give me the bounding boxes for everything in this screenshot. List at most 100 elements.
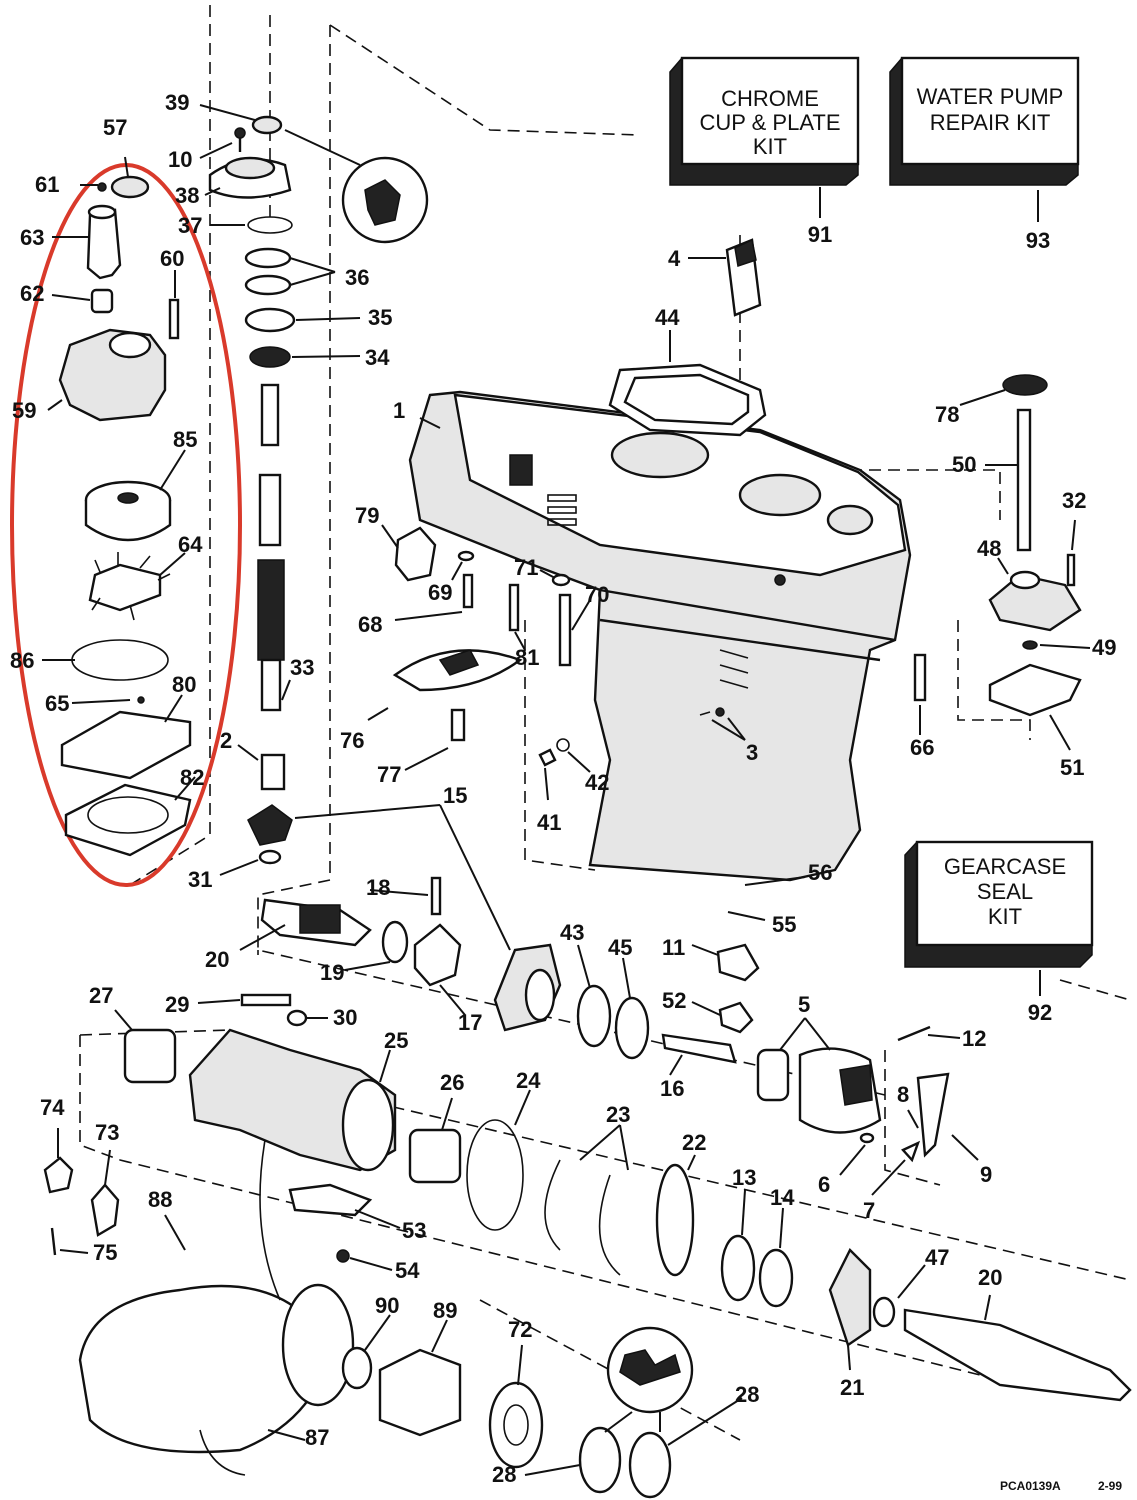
water-pump-kit-box: WATER PUMP REPAIR KIT 93 — [889, 56, 1080, 253]
label-28-right: 28 — [735, 1382, 759, 1407]
label-49: 49 — [1092, 635, 1116, 660]
label-86: 86 — [10, 648, 34, 673]
label-43: 43 — [560, 920, 584, 945]
label-23: 23 — [606, 1102, 630, 1127]
chrome-kit-ref: 91 — [808, 222, 832, 247]
lower-unit-parts — [43, 993, 1132, 1499]
right-parts — [913, 374, 1082, 717]
label-79: 79 — [355, 503, 379, 528]
label-21: 21 — [840, 1375, 864, 1400]
label-85: 85 — [173, 427, 197, 452]
center-parts — [392, 526, 725, 767]
label-5: 5 — [798, 992, 810, 1017]
label-10: 10 — [168, 147, 192, 172]
label-53: 53 — [402, 1218, 426, 1243]
label-59: 59 — [12, 398, 36, 423]
part-labels: 39 57 10 61 38 37 63 60 36 62 35 34 59 8… — [10, 90, 1116, 1487]
leader-lines — [42, 104, 1091, 1476]
label-74: 74 — [40, 1095, 65, 1120]
label-76: 76 — [340, 728, 364, 753]
label-1: 1 — [393, 398, 405, 423]
label-6: 6 — [818, 1172, 830, 1197]
label-11: 11 — [662, 935, 685, 960]
label-41: 41 — [537, 810, 561, 835]
chrome-kit-box: CHROME CUP & PLATE KIT 91 — [669, 56, 860, 247]
label-82: 82 — [180, 765, 204, 790]
label-70: 70 — [585, 582, 609, 607]
chrome-kit-line2: CUP & PLATE — [699, 110, 840, 135]
gearcase-kit-ref: 92 — [1028, 1000, 1052, 1025]
label-71: 71 — [514, 555, 538, 580]
label-12: 12 — [962, 1026, 986, 1051]
gearcase-housing — [408, 390, 912, 882]
label-20-top: 20 — [205, 947, 229, 972]
label-57: 57 — [103, 115, 127, 140]
label-37: 37 — [178, 213, 202, 238]
label-7: 7 — [863, 1198, 875, 1223]
label-24: 24 — [516, 1068, 541, 1093]
label-13: 13 — [732, 1165, 756, 1190]
label-39: 39 — [165, 90, 189, 115]
label-31: 31 — [188, 867, 212, 892]
label-88: 88 — [148, 1187, 172, 1212]
label-78: 78 — [935, 402, 959, 427]
label-62: 62 — [20, 281, 44, 306]
label-89: 89 — [433, 1298, 457, 1323]
label-30: 30 — [333, 1005, 357, 1030]
label-50: 50 — [952, 452, 976, 477]
gearcase-kit-line3: KIT — [988, 904, 1022, 929]
label-87: 87 — [305, 1425, 329, 1450]
chrome-kit-line3: KIT — [753, 134, 787, 159]
label-9: 9 — [980, 1162, 992, 1187]
label-18: 18 — [366, 875, 390, 900]
document-code: PCA0139A — [1000, 1479, 1061, 1493]
label-22: 22 — [682, 1130, 706, 1155]
label-19: 19 — [320, 960, 344, 985]
label-66: 66 — [910, 735, 934, 760]
label-33: 33 — [290, 655, 314, 680]
document-footer: PCA0139A 2-99 — [1000, 1479, 1122, 1493]
label-69: 69 — [428, 580, 452, 605]
label-15: 15 — [443, 783, 467, 808]
label-61: 61 — [35, 172, 59, 197]
water-pump-kit-ref: 93 — [1026, 228, 1050, 253]
water-pump-parts — [58, 175, 192, 857]
label-55: 55 — [772, 912, 796, 937]
label-3: 3 — [746, 740, 758, 765]
label-81: 81 — [515, 645, 539, 670]
label-8: 8 — [897, 1082, 909, 1107]
label-72: 72 — [508, 1317, 532, 1342]
label-25: 25 — [384, 1028, 408, 1053]
water-pump-kit-line1: WATER PUMP — [917, 84, 1064, 109]
label-65: 65 — [45, 691, 69, 716]
label-63: 63 — [20, 225, 44, 250]
label-75: 75 — [93, 1240, 117, 1265]
label-27: 27 — [89, 983, 113, 1008]
label-32: 32 — [1062, 488, 1086, 513]
label-48: 48 — [977, 536, 1001, 561]
label-51: 51 — [1060, 755, 1084, 780]
water-pump-kit-line2: REPAIR KIT — [930, 110, 1051, 135]
label-26: 26 — [440, 1070, 464, 1095]
gearcase-kit-line2: SEAL — [977, 879, 1033, 904]
chrome-kit-line1: CHROME — [721, 86, 819, 111]
label-54: 54 — [395, 1258, 420, 1283]
label-68: 68 — [358, 612, 382, 637]
label-38: 38 — [175, 183, 199, 208]
gasket-44 — [608, 363, 767, 437]
lower-gear-train — [260, 876, 950, 1163]
label-34: 34 — [365, 345, 390, 370]
label-14: 14 — [770, 1185, 795, 1210]
label-90: 90 — [375, 1293, 399, 1318]
label-77: 77 — [377, 762, 401, 787]
gearcase-kit-box: GEARCASE SEAL KIT 92 — [904, 840, 1094, 1025]
label-2: 2 — [220, 728, 232, 753]
label-73: 73 — [95, 1120, 119, 1145]
document-date: 2-99 — [1098, 1479, 1122, 1493]
label-44: 44 — [655, 305, 680, 330]
label-35: 35 — [368, 305, 392, 330]
label-16: 16 — [660, 1076, 684, 1101]
label-52: 52 — [662, 988, 686, 1013]
drive-shaft-stack — [208, 115, 296, 865]
